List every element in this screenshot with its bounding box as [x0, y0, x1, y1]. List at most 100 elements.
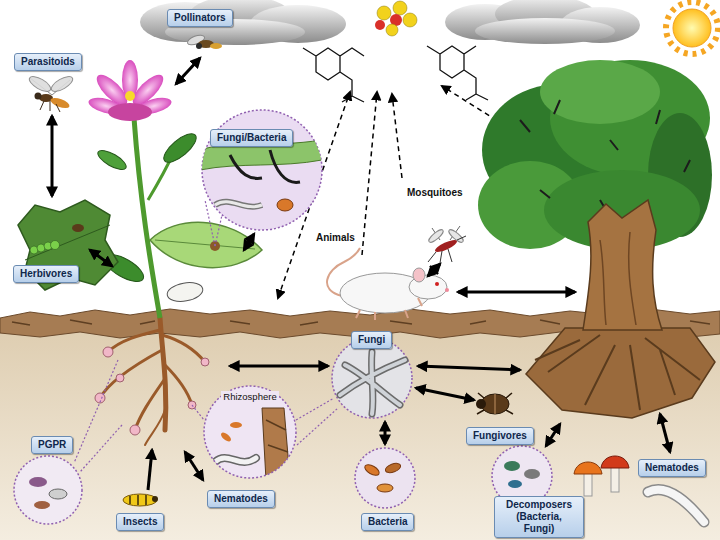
interaction-arrow	[546, 424, 560, 446]
rhizosphere-art	[215, 408, 290, 480]
node-text: Herbivores	[20, 268, 72, 280]
node-text: PGPR	[38, 439, 66, 451]
leader-line	[297, 408, 338, 445]
interaction-arrow	[51, 116, 54, 196]
tree-canopy	[540, 60, 660, 124]
zoom-circle	[200, 140, 322, 211]
mushroom	[601, 456, 629, 468]
herbivore-leaf	[72, 224, 84, 232]
molecule-model	[403, 13, 417, 27]
molecule-model	[393, 1, 407, 15]
zoom-circle	[230, 150, 300, 182]
root-nodule	[116, 374, 124, 382]
rhizosphere-art	[215, 458, 256, 462]
organism-label: Fungi/Bacteria	[210, 129, 293, 147]
fungi-circle	[332, 338, 412, 418]
plant-roots	[108, 330, 160, 352]
mushroom	[611, 466, 619, 492]
rat	[435, 282, 439, 286]
interaction-arrow	[90, 250, 112, 266]
mushroom	[584, 472, 592, 496]
emission-arrow	[362, 92, 377, 255]
cloud	[140, 0, 640, 45]
rhizosphere-art	[230, 422, 242, 428]
mushroom	[574, 456, 629, 496]
fungi-circle	[340, 352, 405, 414]
insect-larva	[123, 494, 158, 506]
interaction-arrow	[428, 264, 440, 276]
soil	[0, 325, 720, 540]
pollinator	[186, 33, 222, 49]
root-nodule	[95, 347, 209, 435]
circle-outline	[204, 386, 296, 478]
parasitoid-wasp	[49, 96, 71, 110]
plant-leaf	[150, 222, 262, 267]
mosquito	[428, 236, 466, 263]
plant-roots	[162, 335, 205, 362]
flower	[87, 60, 173, 121]
node-text: Fungi/Bacteria	[217, 132, 286, 144]
decomposer-circle	[508, 480, 522, 488]
herbivore-leaf	[18, 200, 118, 290]
zoom-circle: Rhizosphere	[202, 384, 298, 480]
leader-line	[205, 200, 215, 246]
organism-label: PGPR	[31, 436, 73, 454]
node-text: Pollinators	[174, 12, 226, 24]
parasitoid-wasp	[40, 101, 60, 112]
fungi-circle	[332, 338, 412, 418]
node-text: Rhizosphere	[221, 391, 278, 402]
plant-leaf	[160, 129, 201, 167]
organism-caption: Animals	[314, 232, 357, 244]
nematode-worm	[648, 490, 704, 522]
tree-trunk	[583, 200, 662, 330]
bacteria-circle	[384, 462, 402, 475]
rhizosphere-art	[204, 386, 296, 480]
decomposer-circle	[524, 469, 540, 479]
interaction-arrow	[185, 452, 203, 480]
bacteria-circle	[355, 448, 415, 508]
pollinator	[210, 43, 222, 49]
bacteria-circle	[355, 448, 415, 508]
plant-roots	[165, 365, 192, 405]
tree-canopy	[520, 100, 690, 210]
organism-label: Nematodes	[638, 459, 706, 477]
interaction-arrow	[660, 414, 670, 452]
leader-line	[215, 215, 222, 246]
rhizosphere-art	[219, 431, 232, 443]
node-text: Fungivores	[473, 430, 527, 442]
zoom-circle	[202, 110, 322, 230]
mushroom	[574, 462, 602, 474]
rhizosphere-art	[266, 420, 288, 452]
pgpr-circle	[14, 456, 82, 524]
parasitoid-wasp	[35, 93, 42, 100]
pgpr-circle	[14, 456, 82, 524]
organism-label: Insects	[116, 513, 164, 531]
sun	[666, 2, 718, 54]
organism-label: Decomposers (Bacteria, Fungi)	[494, 496, 584, 538]
zoom-circle	[200, 110, 322, 230]
organism-label: Pollinators	[167, 9, 233, 27]
root-nodule	[201, 358, 209, 366]
pgpr-circle	[49, 489, 67, 499]
organism-label: Herbivores	[13, 265, 79, 283]
bacteria-circle	[363, 463, 381, 478]
plant-roots	[145, 410, 165, 445]
insect-larva	[123, 494, 157, 506]
node-text: Insects	[123, 516, 157, 528]
node-text: Fungi	[358, 334, 385, 346]
sun	[673, 9, 711, 47]
organism-label: Bacteria	[361, 513, 414, 531]
organism-caption: Mosquitoes	[405, 187, 465, 199]
flower	[125, 91, 135, 101]
tree-roots	[526, 328, 715, 418]
cloud	[475, 18, 615, 44]
molecule-model	[375, 20, 385, 30]
parasitoid-wasp	[27, 74, 75, 112]
mosquito	[434, 238, 459, 254]
mosquito	[427, 228, 445, 244]
insect-larva	[152, 496, 158, 502]
leader-line	[296, 398, 334, 420]
interaction-arrow	[384, 422, 387, 444]
